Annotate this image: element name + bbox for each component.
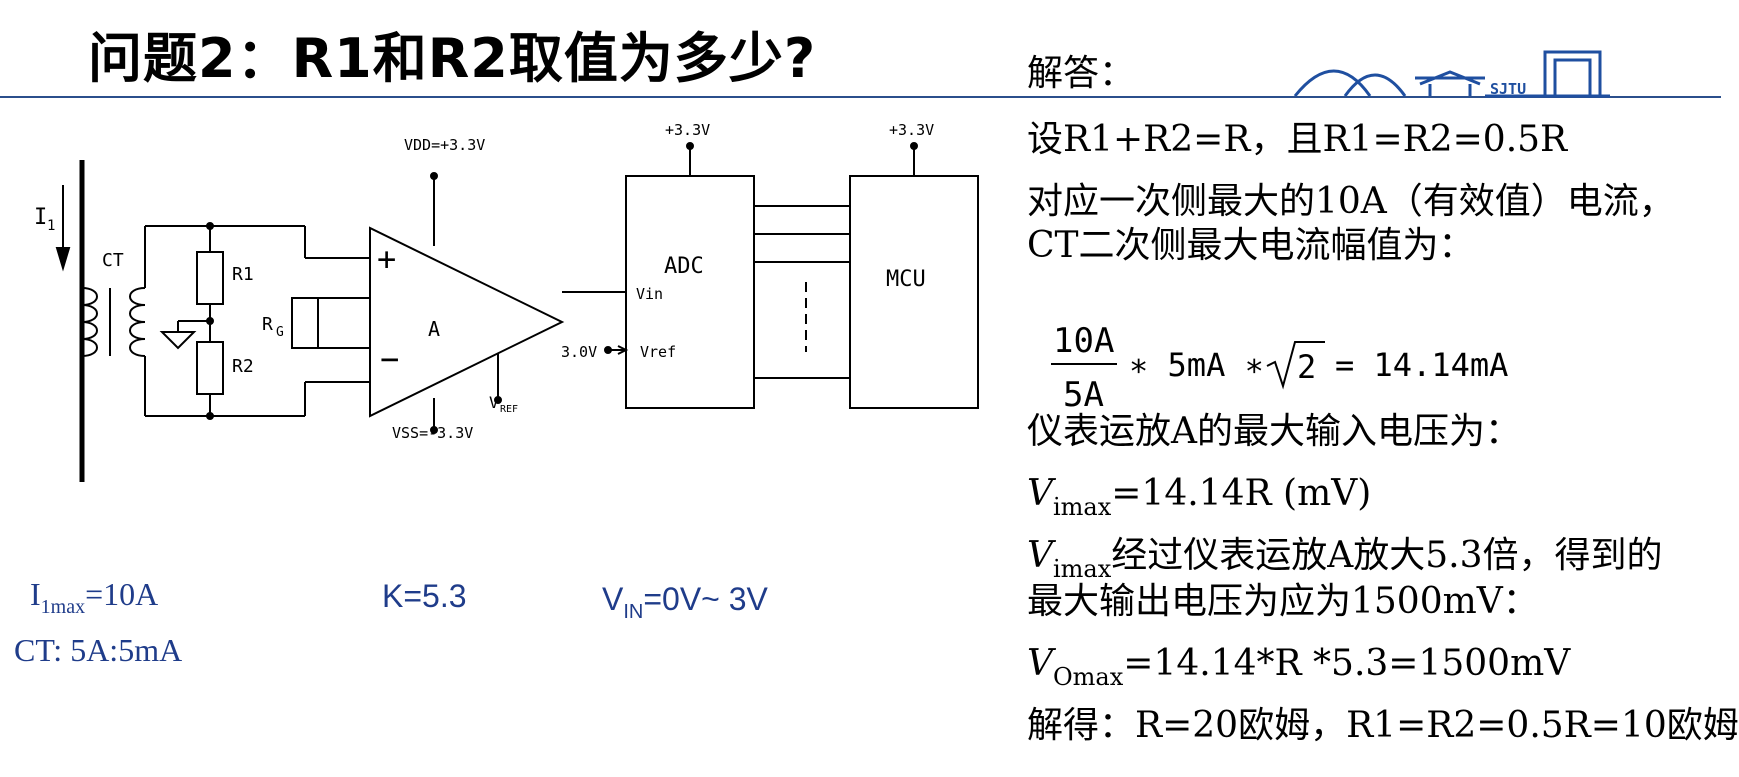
r1-resistor bbox=[196, 251, 224, 305]
svg-text:5A: 5A bbox=[1063, 375, 1104, 415]
answer-line-7: 最大输出电压为应为1500mV： bbox=[1027, 581, 1539, 622]
rg-resistor bbox=[291, 297, 319, 349]
current-arrow-icon bbox=[55, 247, 71, 272]
i1-label: I bbox=[34, 205, 47, 230]
gain-param: K=5.3 bbox=[382, 578, 467, 614]
circuit-diagram: I 1 CT R1 R2 R G + − A VDD=+3.3V VSS=-3.… bbox=[34, 121, 979, 482]
current-formula: 10A 5A ∗ 5mA ∗ 2 = 14.14mA bbox=[1051, 321, 1508, 415]
instrumentation-amplifier bbox=[369, 226, 565, 418]
rg-label: R bbox=[262, 314, 273, 335]
sqrt-icon bbox=[1266, 341, 1325, 390]
adc-supply-label: +3.3V bbox=[665, 121, 710, 139]
sjtu-logo: SJTU bbox=[1293, 50, 1610, 98]
vref-label: V bbox=[489, 393, 499, 412]
mcu-block bbox=[849, 175, 979, 409]
adc-label: ADC bbox=[664, 254, 704, 279]
minus-sign: − bbox=[380, 340, 399, 378]
vdd-label: VDD=+3.3V bbox=[404, 136, 485, 154]
ct-ratio-param: CT: 5A:5mA bbox=[14, 632, 183, 668]
answer-line-9: 解得：R=20欧姆，R1=R2=0.5R=10欧姆 bbox=[1027, 705, 1739, 746]
answer-line-6: Vimax经过仪表运放A放大5.3倍，得到的 bbox=[1027, 535, 1663, 583]
page-title: 问题2：R1和R2取值为多少? bbox=[88, 27, 817, 90]
ct-secondary-coil bbox=[129, 287, 146, 357]
vin-range-param: VIN=0V~ 3V bbox=[602, 581, 768, 623]
answer-line-5: Vimax=14.14R (mV) bbox=[1027, 473, 1372, 521]
r1-label: R1 bbox=[232, 264, 254, 285]
rg-sub: G bbox=[276, 325, 284, 340]
svg-text:= 14.14mA: = 14.14mA bbox=[1335, 346, 1508, 384]
mcu-supply-label: +3.3V bbox=[889, 121, 934, 139]
svg-text:2: 2 bbox=[1297, 348, 1316, 386]
i1max-param: I1max=10A bbox=[30, 576, 159, 618]
answer-line-3: CT二次侧最大电流幅值为： bbox=[1027, 225, 1475, 266]
answer-line-8: VOmax=14.14*R *5.3=1500mV bbox=[1027, 643, 1571, 691]
answer-heading: 解答： bbox=[1027, 53, 1136, 94]
r2-label: R2 bbox=[232, 356, 254, 377]
svg-text:10A: 10A bbox=[1053, 321, 1114, 361]
v30-label: 3.0V bbox=[561, 343, 597, 361]
ct-primary-coil bbox=[81, 287, 98, 357]
vss-label: VSS=-3.3V bbox=[392, 424, 473, 442]
plus-sign: + bbox=[377, 240, 396, 278]
ct-label: CT bbox=[102, 250, 124, 271]
svg-text:∗ 5mA ∗: ∗ 5mA ∗ bbox=[1129, 346, 1264, 384]
vref-sub: REF bbox=[500, 404, 518, 415]
answer-line-2: 对应一次侧最大的10A（有效值）电流， bbox=[1027, 181, 1675, 222]
header-rule bbox=[0, 96, 1721, 98]
i1-sub: 1 bbox=[47, 218, 55, 234]
amp-label: A bbox=[428, 317, 440, 341]
logo-text: SJTU bbox=[1490, 80, 1526, 98]
r2-resistor bbox=[196, 341, 224, 395]
adc-vin-label: Vin bbox=[636, 285, 663, 303]
mcu-label: MCU bbox=[886, 267, 926, 292]
answer-line-1: 设R1+R2=R，且R1=R2=0.5R bbox=[1027, 119, 1568, 160]
adc-vref-label: Vref bbox=[640, 343, 676, 361]
ground-icon bbox=[159, 331, 197, 350]
answer-line-4: 仪表运放A的最大输入电压为： bbox=[1027, 411, 1521, 452]
